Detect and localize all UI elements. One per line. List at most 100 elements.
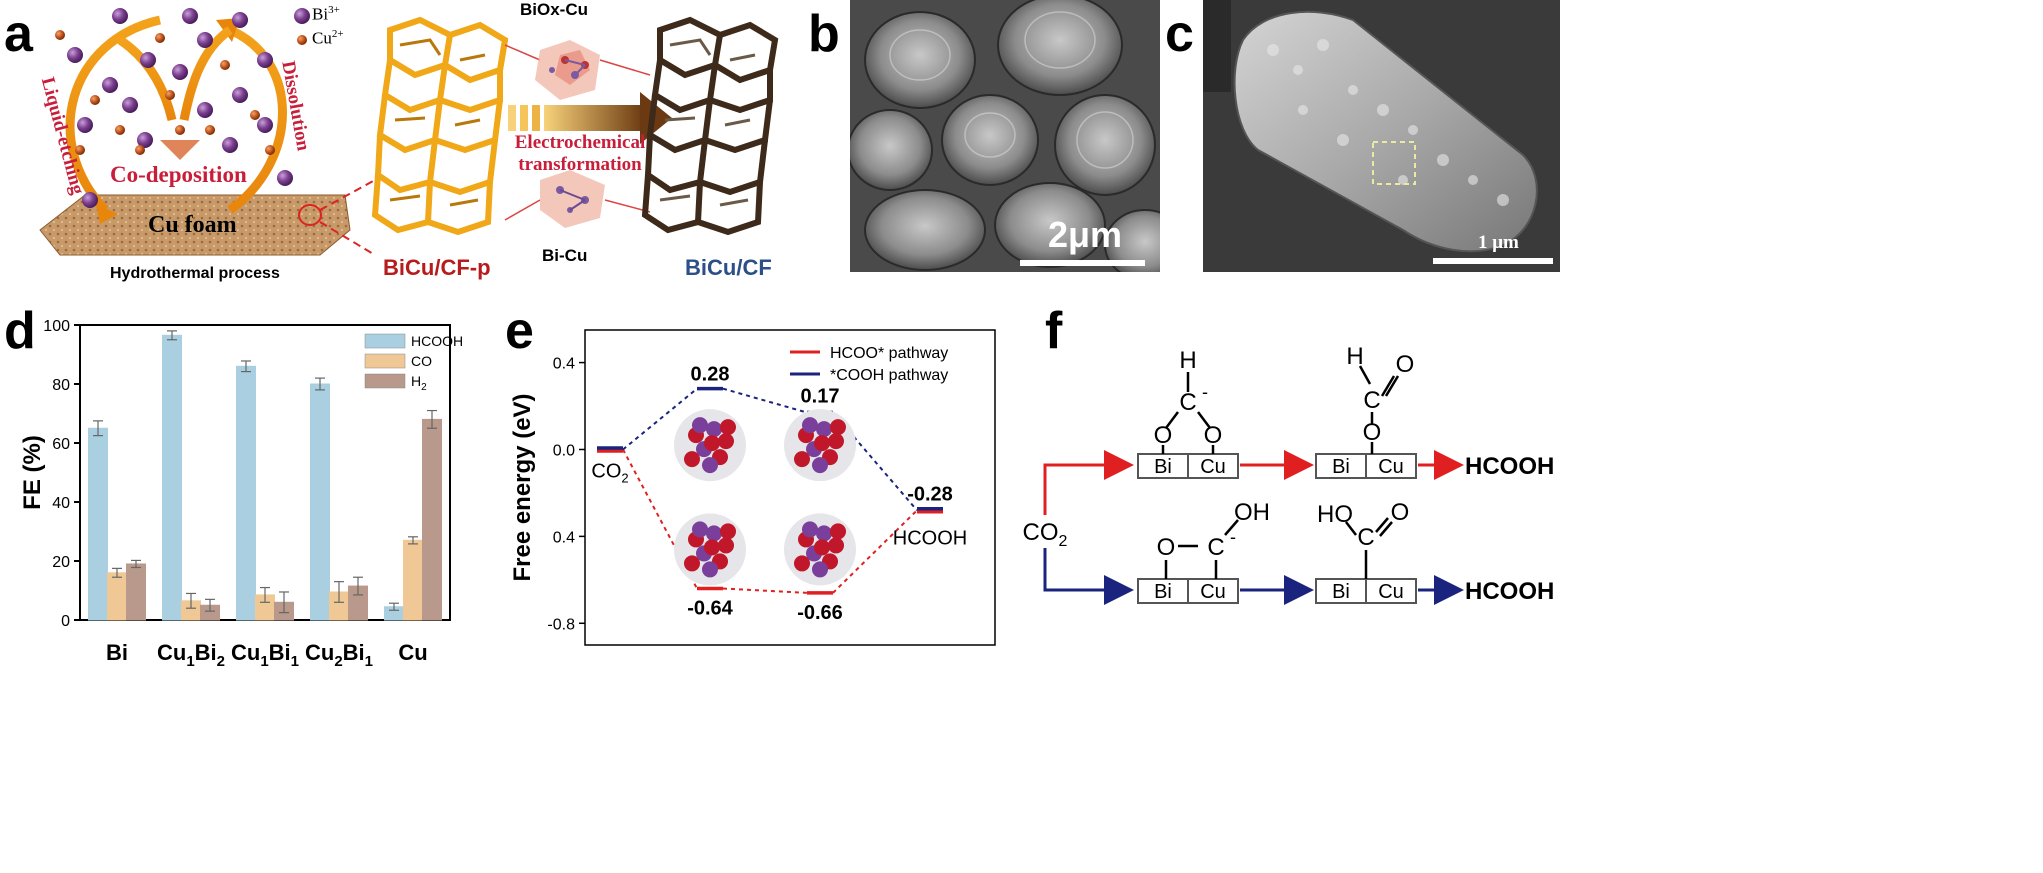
atom-c-2: C <box>1363 387 1380 414</box>
co-deposition-label: Co-deposition <box>110 162 247 187</box>
bi-ion-label: Bi3+ <box>312 4 340 24</box>
hcooh-end-label: HCOOH <box>893 527 967 549</box>
co2-start-label: CO2 <box>591 460 628 485</box>
cluster-atom <box>692 521 708 538</box>
cluster-atom <box>794 451 810 468</box>
charge-1: - <box>1202 382 1208 402</box>
atom-oh: OH <box>1234 499 1270 526</box>
legend-swatch <box>364 333 406 349</box>
panel-letter-c: c <box>1165 5 1194 63</box>
scalebar-c <box>1433 258 1553 264</box>
y-tick-label: 100 <box>43 318 70 335</box>
atom-c-4: C <box>1357 524 1374 551</box>
bicu-cf-label: BiCu/CF <box>685 255 772 280</box>
level-label-end: -0.28 <box>907 483 953 505</box>
x-tick-label: Bi <box>106 640 128 665</box>
sem-image-c <box>1203 0 1560 272</box>
panel-letter-b: b <box>808 5 840 63</box>
bi-cu-cluster <box>540 170 605 228</box>
y-tick-label: 0.0 <box>553 442 575 459</box>
level-label-017: 0.17 <box>801 386 840 408</box>
legend-label: CO <box>411 353 432 369</box>
zoom-box <box>1372 141 1416 185</box>
level-label-064: -0.64 <box>687 598 733 620</box>
cluster-atom <box>812 457 828 474</box>
cluster-atom <box>816 421 832 438</box>
y-axis-label: FE (%) <box>19 435 46 510</box>
cluster-atom <box>802 417 818 434</box>
bi-label-2: Bi <box>1332 456 1350 478</box>
y-tick-label: 40 <box>52 495 70 512</box>
mechanism-diagram: CO2 Bi Cu Bi Cu Bi Cu Bi Cu H C - O O H … <box>1023 343 1554 605</box>
cu-label-3: Cu <box>1200 581 1226 603</box>
pathway-connector <box>722 387 808 414</box>
bi-label-1: Bi <box>1154 456 1172 478</box>
cluster-atom <box>830 523 846 540</box>
bicu-cf-p-lattice <box>371 16 509 236</box>
zoom-circle <box>298 204 322 226</box>
bar-h2 <box>126 563 146 621</box>
y-tick-label: 0 <box>61 613 70 630</box>
cluster-atom <box>718 537 734 554</box>
bar-co <box>107 572 127 621</box>
rod-particle <box>1233 10 1538 253</box>
hcoo-intermediate-1 <box>674 513 746 586</box>
panel-letter-f: f <box>1045 302 1063 360</box>
cluster-atom <box>814 539 830 556</box>
cluster-atom <box>830 419 846 436</box>
bar-hcooh <box>88 427 108 621</box>
y-tick-label: 20 <box>52 554 70 571</box>
cluster-atom <box>692 417 708 434</box>
cu-label-2: Cu <box>1378 456 1404 478</box>
y-tick-label: 80 <box>52 377 70 394</box>
cluster-atom <box>706 525 722 542</box>
level-label-028: 0.28 <box>691 364 730 386</box>
biox-cu-label: BiOx-Cu <box>520 0 588 19</box>
atom-h-1: H <box>1179 347 1196 374</box>
hcooh-top-label: HCOOH <box>1465 453 1554 480</box>
cu-foam-label: Cu foam <box>148 212 237 238</box>
cooh-intermediate-2 <box>784 409 856 482</box>
pathway-connector <box>832 411 918 511</box>
legend-label: H2 <box>411 373 427 393</box>
atom-c-3: C <box>1207 534 1224 561</box>
y-axis-label: Free energy (eV) <box>509 393 536 581</box>
cluster-atom <box>816 525 832 542</box>
atom-o-6: O <box>1391 499 1410 526</box>
atom-ho: HO <box>1317 501 1353 528</box>
down-arrow <box>160 140 200 160</box>
liquid-etching-arrow <box>65 15 161 214</box>
legend-label: *COOH pathway <box>830 367 948 384</box>
electrochemical-label: Electrochemical transformation <box>514 132 646 175</box>
atom-o-4: O <box>1363 419 1382 446</box>
biox-cu-cluster <box>535 40 600 100</box>
cu-ions <box>55 30 275 155</box>
cluster-atom <box>794 555 810 572</box>
bi-ions <box>67 8 293 208</box>
bicu-cf-lattice <box>641 16 779 236</box>
cluster-atom <box>720 523 736 540</box>
bar-hcooh <box>236 365 256 621</box>
atom-h-2: H <box>1346 343 1363 370</box>
dissolution-arrow <box>227 25 287 214</box>
cu-ion-label: Cu2+ <box>312 28 344 48</box>
panel-letter-e: e <box>505 302 534 360</box>
hydrothermal-label: Hydrothermal process <box>110 265 280 282</box>
sem-image-b <box>850 0 1160 272</box>
cu-label-1: Cu <box>1200 456 1226 478</box>
atom-o-3: O <box>1396 351 1415 378</box>
atom-c-1: C <box>1179 389 1196 416</box>
panel-a-schematic <box>39 8 779 256</box>
cluster-atom <box>684 555 700 572</box>
cluster-atom <box>718 433 734 450</box>
y-tick-label: 0.4 <box>553 356 575 373</box>
atom-o-1: O <box>1154 422 1173 449</box>
legend-swatch <box>364 353 406 369</box>
legend-label: HCOO* pathway <box>830 345 948 362</box>
x-tick-label: Cu1Bi1 <box>231 640 299 670</box>
x-tick-label: Cu <box>398 640 427 665</box>
bar-hcooh <box>310 383 330 621</box>
cluster-atom <box>814 435 830 452</box>
scalebar-b <box>1020 260 1145 266</box>
